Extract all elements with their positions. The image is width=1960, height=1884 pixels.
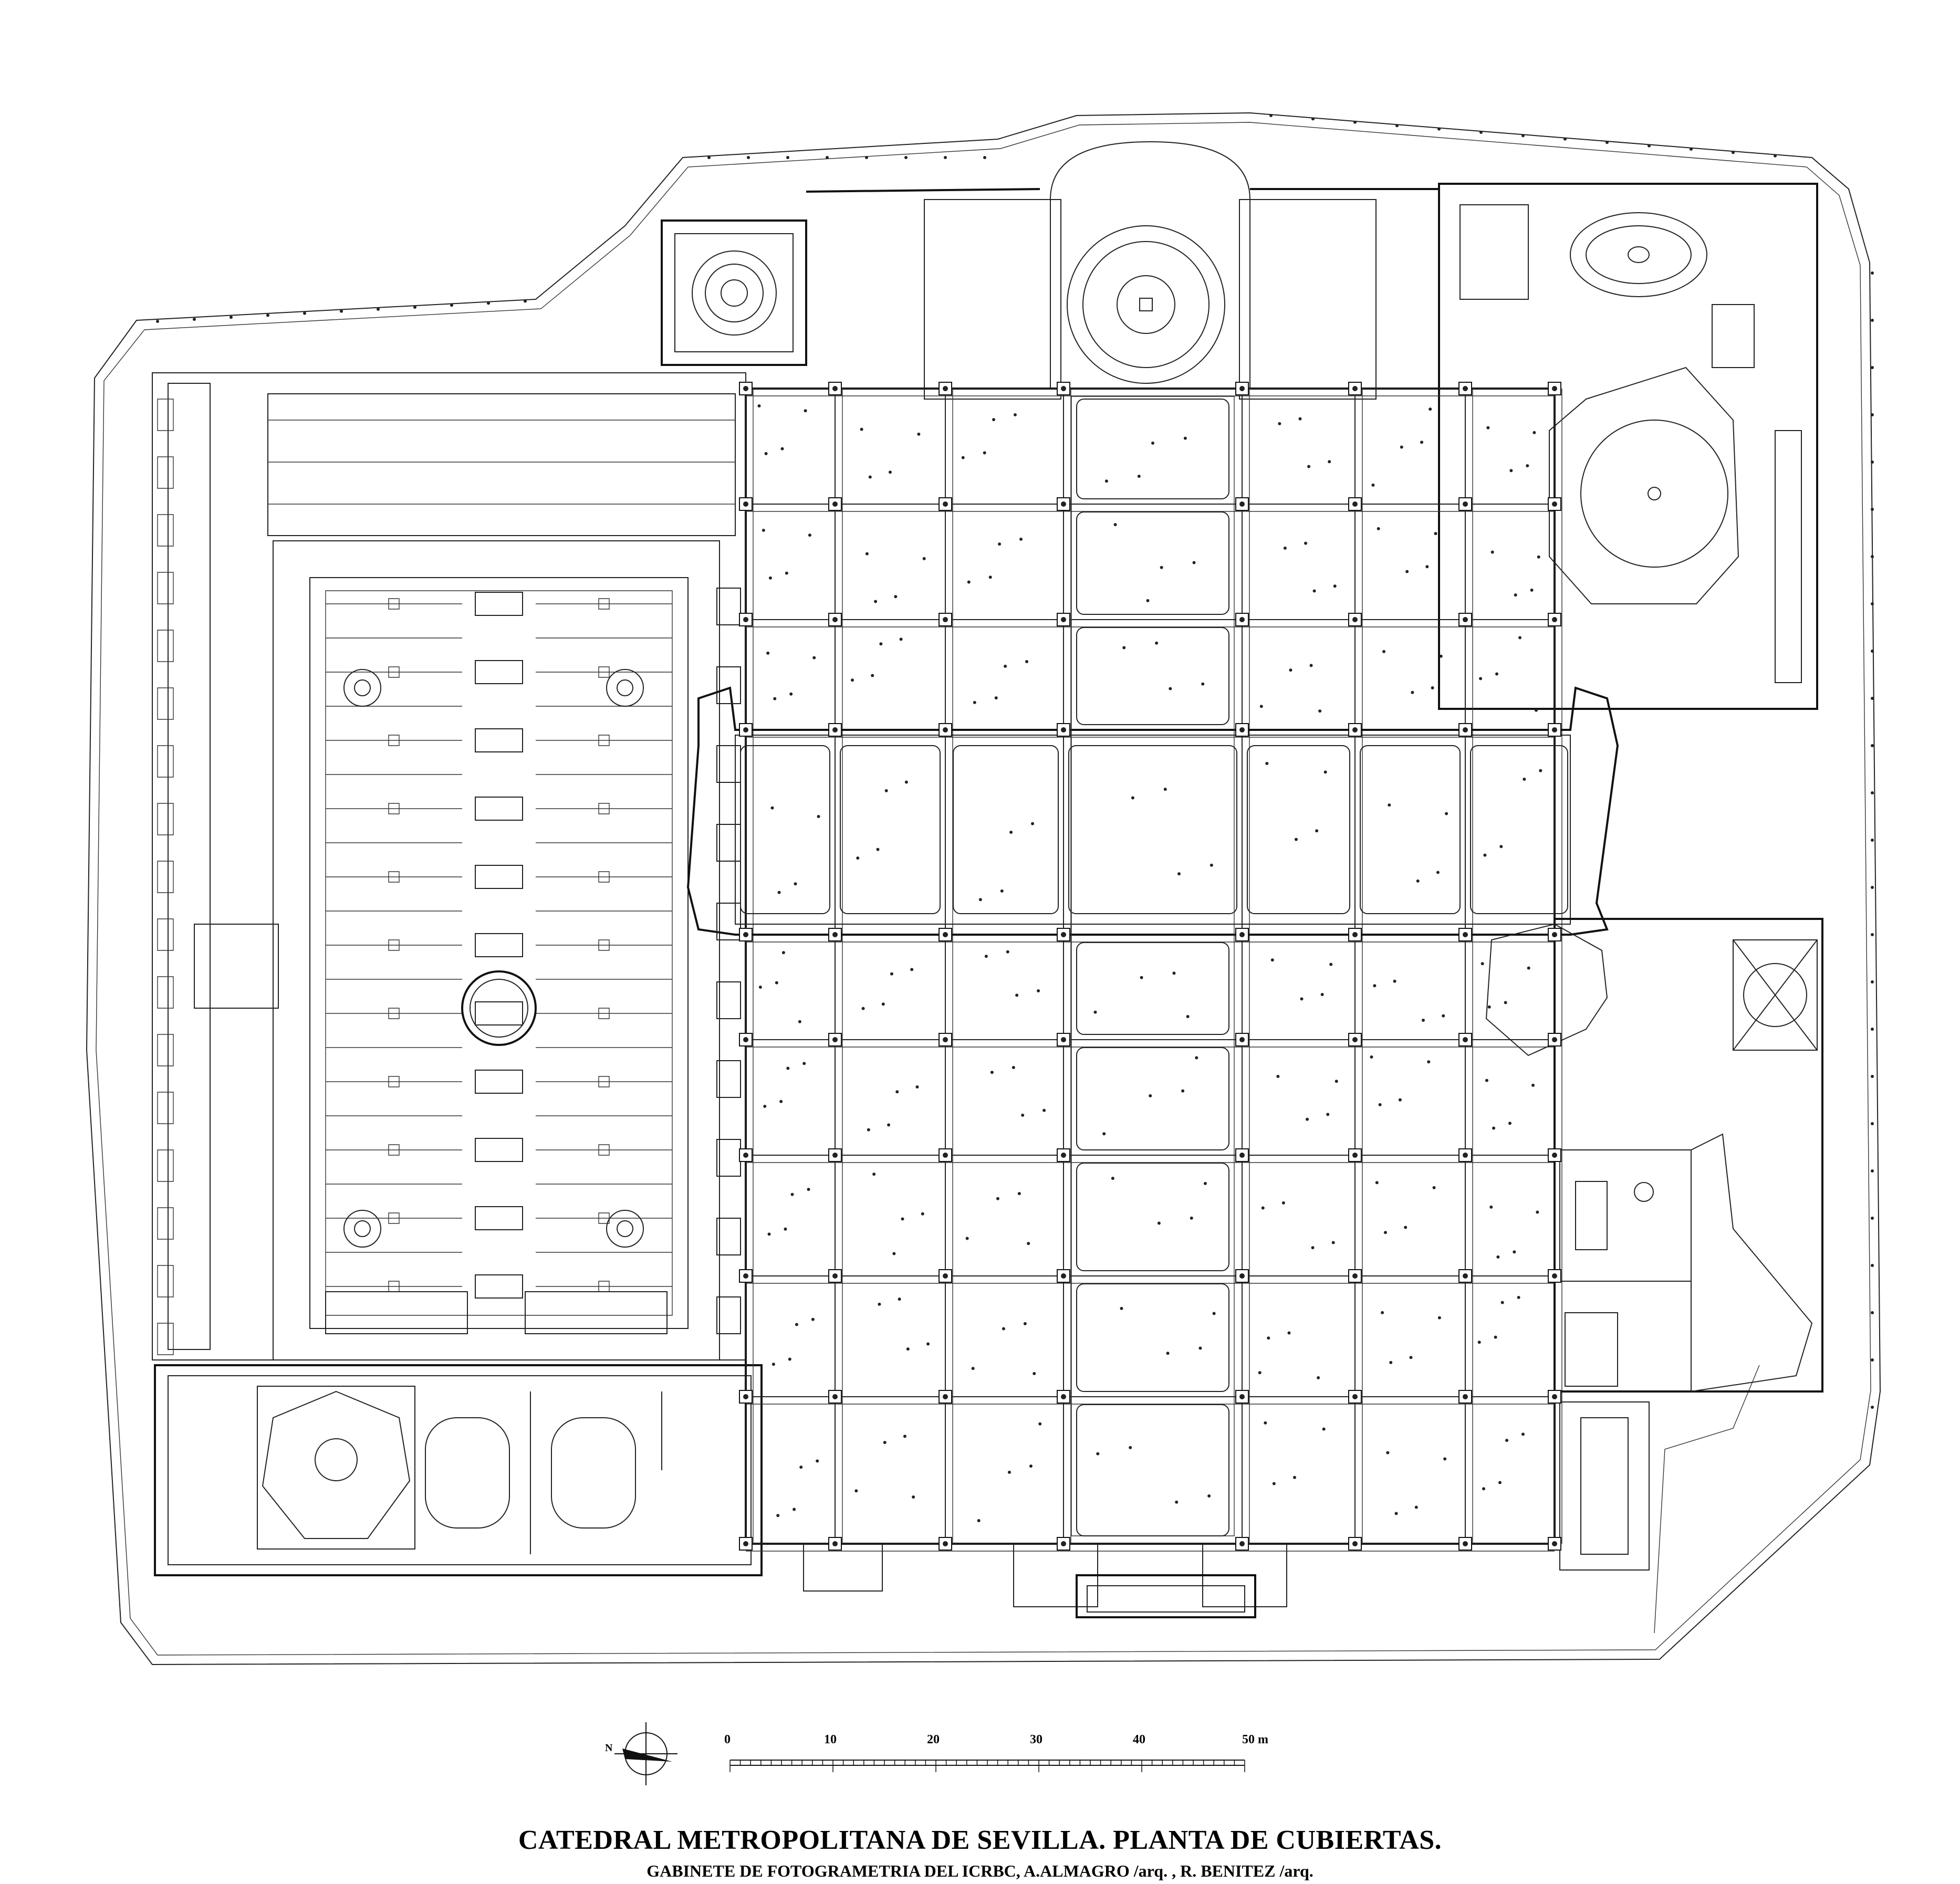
drawing-credits: GABINETE DE FOTOGRAMETRIA DEL ICRBC, A.A… bbox=[647, 1861, 1313, 1880]
capilla-north-west bbox=[662, 221, 806, 365]
scale-label-0: 0 bbox=[724, 1733, 731, 1746]
sagrario-block bbox=[155, 1365, 762, 1575]
north-chapels bbox=[806, 142, 1439, 399]
west-buttress-chapels bbox=[158, 399, 741, 1355]
scale-label-30: 30 bbox=[1030, 1733, 1042, 1746]
roof-plan-drawing bbox=[0, 0, 1960, 1707]
compass-north-icon: N bbox=[605, 1722, 677, 1785]
patio-de-los-naranjos bbox=[152, 373, 746, 1360]
pillar-grid bbox=[739, 382, 1561, 1550]
drawing-title: CATEDRAL METROPOLITANA DE SEVILLA. PLANT… bbox=[518, 1825, 1442, 1855]
scale-label-10: 10 bbox=[824, 1733, 837, 1746]
scale-and-north: N 0 10 20 30 40 50 m bbox=[605, 1722, 1268, 1785]
scale-label-40: 40 bbox=[1133, 1733, 1145, 1746]
sala-capitular bbox=[1439, 184, 1817, 709]
transept bbox=[688, 688, 1618, 935]
scale-label-50: 50 m bbox=[1242, 1733, 1268, 1746]
central-nave bbox=[1064, 389, 1242, 1544]
site-boundary bbox=[87, 113, 1880, 1665]
scale-bar: 0 10 20 30 40 50 m bbox=[724, 1733, 1268, 1772]
south-east-annex bbox=[1486, 919, 1822, 1570]
scale-label-20: 20 bbox=[927, 1733, 940, 1746]
boundary-posts bbox=[156, 114, 1874, 1409]
south-portal bbox=[804, 1544, 1287, 1617]
north-label: N bbox=[605, 1742, 613, 1754]
